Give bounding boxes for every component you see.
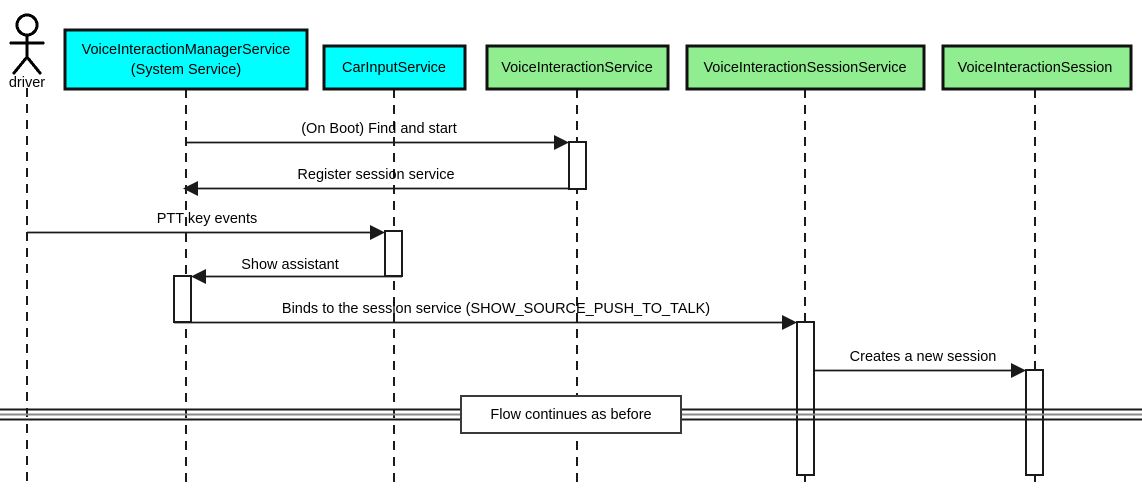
actor-driver[interactable]: driver [9, 13, 45, 91]
flow-continues-divider: Flow continues as before [0, 395, 1142, 434]
participant-voice-interaction-session-service-label: VoiceInteractionSessionService [703, 60, 906, 76]
participant-voice-interaction-service-label: VoiceInteractionService [501, 60, 653, 76]
message-show-assistant-label: Show assistant [241, 257, 339, 273]
participant-voice-interaction-session-service[interactable]: VoiceInteractionSessionService [685, 44, 926, 91]
message-creates-a-new-session-arrowhead [1011, 363, 1026, 378]
message-register-session-service[interactable]: Register session service [183, 167, 569, 196]
message-on-boot-find-and-start-arrowhead [554, 135, 569, 150]
divider-label: Flow continues as before [490, 407, 651, 423]
message-on-boot-find-and-start[interactable]: (On Boot) Find and start [186, 121, 569, 150]
actor-leg-right-icon [25, 55, 42, 75]
participant-car-input-service-label: CarInputService [342, 60, 446, 76]
participant-vims-label-line2: (System Service) [131, 62, 241, 78]
message-on-boot-find-and-start-label: (On Boot) Find and start [301, 121, 457, 137]
message-ptt-key-events-label: PTT key events [157, 211, 257, 227]
participant-voice-interaction-session-label: VoiceInteractionSession [958, 60, 1113, 76]
participant-voice-interaction-session-box [941, 44, 1133, 91]
message-register-session-service-arrowhead [183, 181, 198, 196]
participant-car-input-service[interactable]: CarInputService [322, 44, 467, 91]
participant-voice-interaction-service-box [485, 44, 670, 91]
activation-voice-interaction-session-service [796, 321, 815, 476]
participant-boxes-layer: VoiceInteractionManagerService (System S… [63, 28, 1133, 91]
message-creates-a-new-session[interactable]: Creates a new session [814, 349, 1026, 378]
message-binds-to-session-service-arrowhead [782, 315, 797, 330]
participant-vims-box [63, 28, 309, 91]
activation-vims [173, 275, 192, 323]
activation-voice-interaction-session [1025, 369, 1044, 476]
messages-layer: (On Boot) Find and start Register sessio… [27, 121, 1026, 378]
message-register-session-service-label: Register session service [297, 167, 454, 183]
participant-car-input-service-box [322, 44, 467, 91]
message-ptt-key-events[interactable]: PTT key events [27, 211, 385, 240]
activation-voice-interaction-service [568, 141, 587, 190]
actor-leg-left-icon [12, 55, 29, 75]
message-show-assistant[interactable]: Show assistant [191, 257, 402, 284]
participant-vims[interactable]: VoiceInteractionManagerService (System S… [63, 28, 309, 91]
message-creates-a-new-session-label: Creates a new session [850, 349, 997, 365]
actor-head-icon [15, 13, 39, 37]
message-ptt-key-events-arrowhead [370, 225, 385, 240]
message-binds-to-session-service-label: Binds to the session service (SHOW_SOURC… [282, 301, 710, 317]
message-show-assistant-arrowhead [191, 269, 206, 284]
message-binds-to-session-service[interactable]: Binds to the session service (SHOW_SOURC… [174, 301, 797, 330]
participant-voice-interaction-session[interactable]: VoiceInteractionSession [941, 44, 1133, 91]
activation-car-input-service [384, 230, 403, 277]
participant-voice-interaction-session-service-box [685, 44, 926, 91]
activations-layer [173, 141, 1044, 476]
participant-vims-label-line1: VoiceInteractionManagerService [82, 42, 291, 58]
participant-voice-interaction-service[interactable]: VoiceInteractionService [485, 44, 670, 91]
actor-label: driver [9, 75, 45, 91]
divider-label-box [460, 395, 682, 434]
